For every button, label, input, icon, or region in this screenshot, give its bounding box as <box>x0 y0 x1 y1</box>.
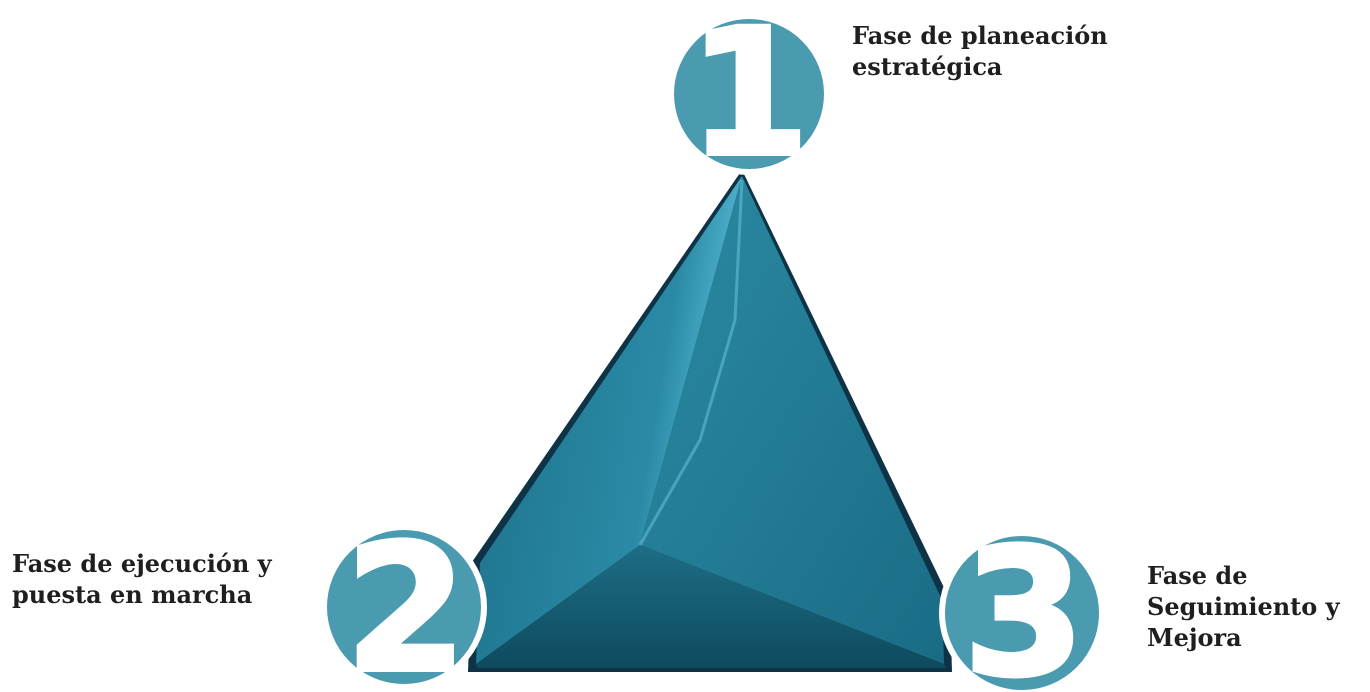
phase-1-badge: 1 <box>668 0 830 198</box>
pyramid-ridge <box>638 179 744 546</box>
pyramid-face-right <box>640 176 944 664</box>
phase-2-number: 2 <box>345 507 467 692</box>
phase-2-label-line-2: puesta en marcha <box>12 580 253 609</box>
phase-3-number: 3 <box>963 511 1085 692</box>
phase-1-label-line-1: Fase de planeación <box>852 21 1108 50</box>
phase-3-label-line-3: Mejora <box>1147 623 1242 652</box>
pyramid <box>468 170 952 672</box>
phase-2-badge: 2 <box>321 505 487 692</box>
phase-1-circle <box>668 13 830 175</box>
phase-1-label: Fase de planeación estratégica <box>852 20 1108 82</box>
phase-2-label-line-1: Fase de ejecución y <box>12 549 272 578</box>
phase-3-label-line-2: Seguimiento y <box>1147 592 1340 621</box>
phase-2-circle <box>321 524 487 690</box>
pyramid-face-left <box>476 176 742 664</box>
phase-1-label-line-2: estratégica <box>852 52 1003 81</box>
phase-3-label: Fase de Seguimiento y Mejora <box>1147 560 1340 653</box>
phase-1-number: 1 <box>688 0 810 196</box>
phase-3-circle <box>939 530 1105 692</box>
phase-2-label: Fase de ejecución y puesta en marcha <box>12 548 272 610</box>
phase-3-label-line-1: Fase de <box>1147 561 1248 590</box>
pyramid-face-bottom <box>476 545 946 668</box>
phase-3-badge: 3 <box>939 509 1105 692</box>
